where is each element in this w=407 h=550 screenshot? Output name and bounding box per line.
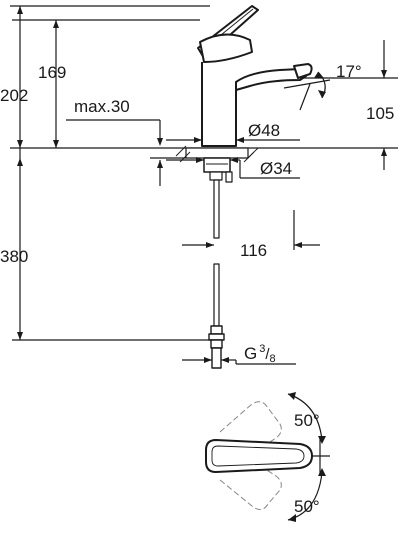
- base-diameter-label: Ø48: [248, 121, 280, 140]
- hose-length-label: 380: [0, 247, 28, 266]
- hole-diameter-label: Ø34: [260, 159, 292, 178]
- max-deck-label: max.30: [74, 97, 130, 116]
- height-total-label: 202: [0, 86, 28, 105]
- lever-angle-bottom-label: 50°: [294, 497, 320, 516]
- hose-offset-label: 116: [240, 241, 267, 260]
- spout-angle-label: 17°: [336, 62, 362, 81]
- mounting-shank: [203, 157, 233, 183]
- top-view-body: [205, 439, 313, 473]
- hose-upper: [213, 179, 220, 239]
- faucet-side-view: [197, 5, 313, 147]
- spout-reach-label: 105: [366, 104, 394, 123]
- lever-angle-top-label: 50°: [294, 411, 320, 430]
- spout-tip: [293, 63, 313, 79]
- height-spout-label: 169: [38, 63, 66, 82]
- deck-thickness: [185, 147, 249, 159]
- hose-lower: [213, 263, 220, 327]
- cartridge-head: [199, 33, 253, 63]
- hose-fitting: [208, 325, 225, 369]
